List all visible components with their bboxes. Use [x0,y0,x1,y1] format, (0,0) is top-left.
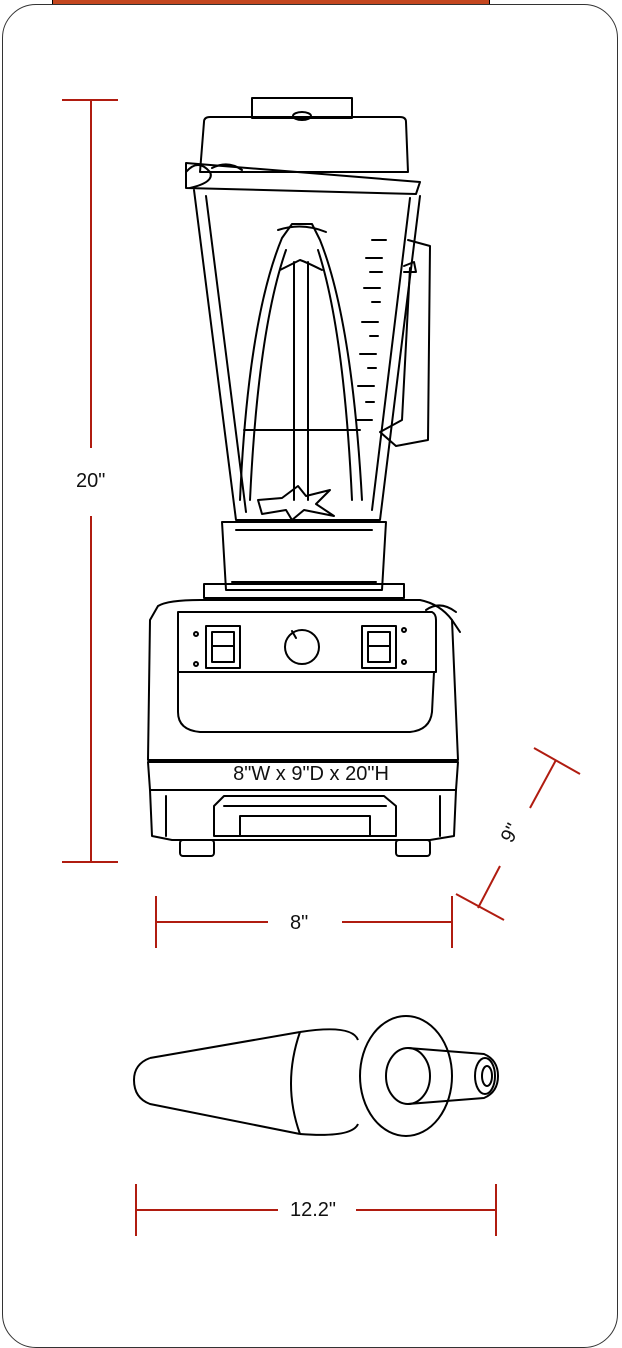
foot-left [179,839,215,857]
motor-base [147,599,459,761]
height-label: 20" [76,470,106,492]
variable-high-switch [361,625,397,669]
jar-handle [379,239,431,447]
dimension-lines [62,99,581,1236]
blender-jar [193,189,421,521]
depth-dim-tick-top [533,747,581,775]
tamper-length-label: 12.2" [290,1199,337,1221]
jar-base-collar [221,521,387,591]
tamper-illustration [133,1015,499,1137]
base-feet-frame [149,789,457,841]
depth-dim-line-lower [477,865,501,909]
foot-right [395,839,431,857]
blade-assembly [257,485,335,521]
blender-illustration [147,97,461,857]
lid-plug [251,97,353,119]
depth-dim-line-upper [529,759,557,809]
depth-dim-tick-bottom [455,893,505,921]
power-switch [205,625,241,669]
dimensions-summary: 8"W x 9"D x 20"H [233,763,389,785]
blender-lid [199,116,409,173]
speed-dial [284,629,320,665]
jar-measure-ticks [355,239,387,421]
depth-label: 9" [497,820,525,846]
width-label: 8" [290,912,309,934]
